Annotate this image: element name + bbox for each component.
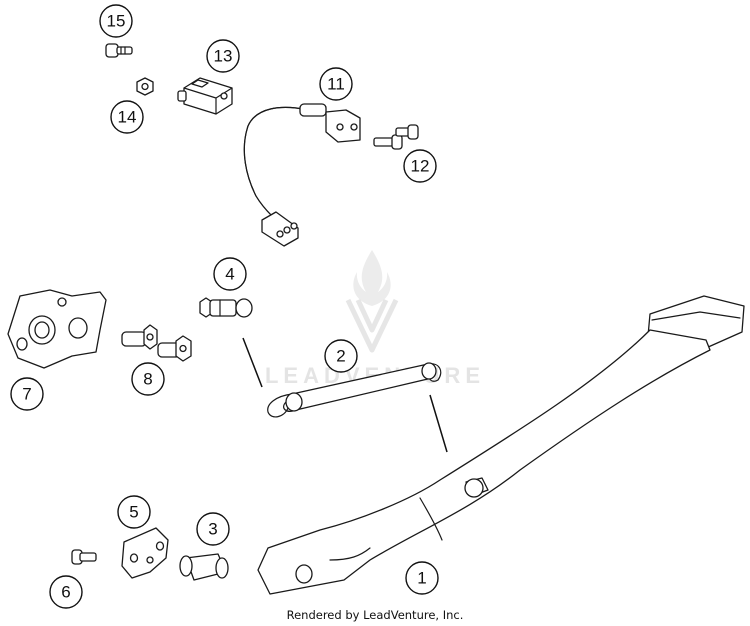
svg-text:14: 14 — [118, 108, 137, 127]
part-8-bolts — [121, 324, 192, 362]
svg-text:6: 6 — [61, 583, 70, 602]
callout-5: 5 — [117, 495, 151, 529]
part-15-screw — [105, 43, 133, 58]
callout-6: 6 — [49, 575, 83, 609]
svg-text:8: 8 — [143, 370, 152, 389]
part-2-spring — [267, 362, 442, 418]
leader-line-2 — [429, 394, 448, 453]
callout-2: 2 — [324, 339, 358, 373]
part-7-bracket — [7, 289, 107, 369]
svg-text:11: 11 — [327, 75, 345, 94]
leader-line-4 — [242, 337, 263, 388]
part-5-plate — [121, 527, 169, 579]
part-13-switch — [177, 77, 233, 115]
part-6-bolt — [71, 549, 97, 565]
callout-3: 3 — [196, 512, 230, 546]
svg-text:12: 12 — [411, 157, 430, 176]
callout-1: 1 — [405, 561, 439, 595]
svg-text:1: 1 — [417, 569, 426, 588]
svg-text:13: 13 — [214, 47, 233, 66]
footer-credit: Rendered by LeadVenture, Inc. — [287, 608, 464, 622]
callout-8: 8 — [131, 362, 165, 396]
callout-4: 4 — [213, 257, 247, 291]
callout-7: 7 — [10, 377, 44, 411]
svg-text:2: 2 — [336, 347, 345, 366]
svg-text:7: 7 — [22, 385, 31, 404]
callout-15: 15 — [99, 4, 133, 38]
callout-13: 13 — [206, 39, 240, 73]
leadventure-watermark: LEADVENTURE — [265, 250, 480, 388]
callout-12: 12 — [403, 149, 437, 183]
part-4-pivot-bolt — [199, 297, 253, 318]
watermark-v-mark — [345, 298, 399, 353]
watermark-flame-icon — [353, 250, 391, 306]
part-1-side-stand — [257, 295, 745, 595]
svg-text:3: 3 — [208, 520, 217, 539]
svg-text:15: 15 — [107, 12, 126, 31]
callout-14: 14 — [110, 100, 144, 134]
part-3-bushing — [179, 553, 229, 581]
svg-text:5: 5 — [129, 503, 138, 522]
part-12-screws — [373, 124, 419, 150]
part-14-nut — [136, 77, 154, 96]
svg-text:4: 4 — [225, 265, 234, 284]
part-11-sensor-cable — [243, 103, 361, 247]
callout-11: 11 — [319, 67, 353, 101]
